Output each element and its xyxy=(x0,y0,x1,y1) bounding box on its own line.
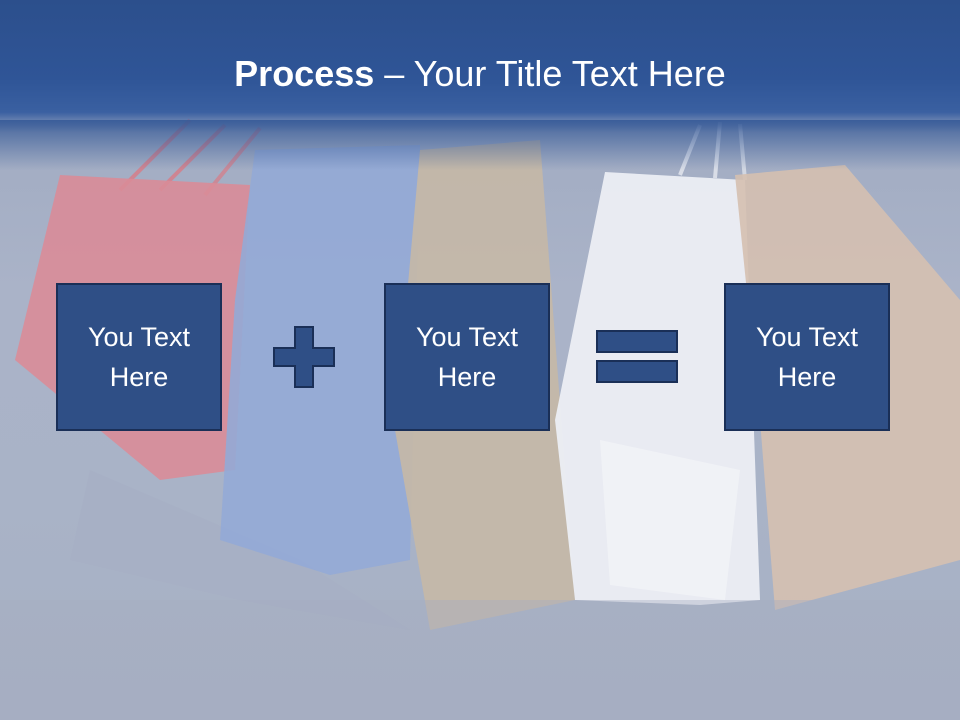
text-box-3-label: You Text Here xyxy=(755,322,859,392)
text-box-2[interactable]: You Text Here xyxy=(384,283,550,431)
plus-icon xyxy=(273,326,335,388)
title-rest-text: – Your Title Text Here xyxy=(374,53,726,94)
text-box-1-label: You Text Here xyxy=(87,322,191,392)
text-box-2-label: You Text Here xyxy=(415,322,519,392)
title-band xyxy=(0,0,960,132)
text-box-1[interactable]: You Text Here xyxy=(56,283,222,431)
slide-title[interactable]: Process – Your Title Text Here xyxy=(0,52,960,96)
text-box-3[interactable]: You Text Here xyxy=(724,283,890,431)
white-bag xyxy=(555,172,760,605)
title-fade xyxy=(0,120,960,170)
equals-icon xyxy=(596,330,678,383)
title-bold-text: Process xyxy=(234,53,375,94)
bag-shadow-left xyxy=(70,470,410,630)
